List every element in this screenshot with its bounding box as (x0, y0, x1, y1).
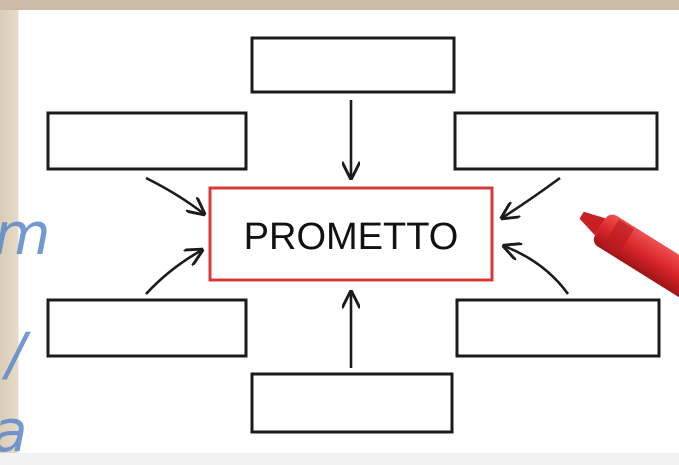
top-edge (0, 0, 679, 10)
red-marker-icon (579, 211, 679, 303)
arrow-upper-right (502, 176, 561, 218)
box-lower-left (46, 298, 248, 358)
center-label: PROMETTO (244, 216, 459, 258)
box-upper-right (453, 111, 659, 171)
arrow-upper-left (145, 176, 204, 214)
arrow-lower-right (504, 246, 570, 295)
arrow-lower-left (145, 250, 202, 295)
slide-text-a: a (0, 402, 28, 460)
background (0, 0, 679, 453)
slide-text-slash: / (6, 320, 26, 388)
center-box (208, 186, 494, 282)
box-bottom (250, 372, 454, 434)
slide-text-m: m (0, 205, 51, 263)
box-lower-right (455, 298, 661, 358)
box-upper-left (46, 111, 248, 171)
box-top (250, 36, 456, 94)
flow-diagram: PROMETTO (46, 36, 679, 434)
